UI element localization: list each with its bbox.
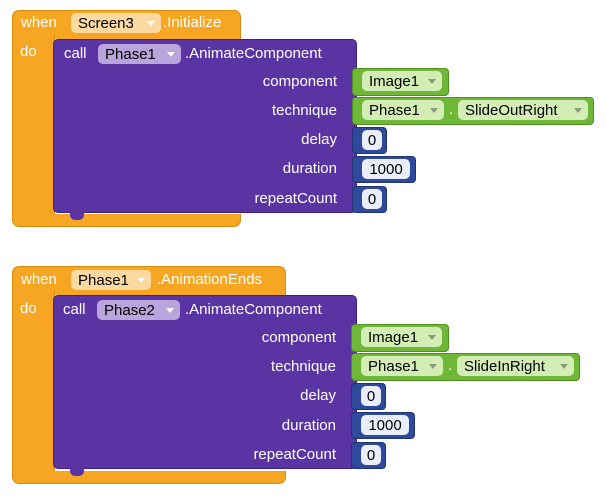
event-component-dropdown[interactable]: Screen3 [71, 13, 161, 33]
call-block-body[interactable] [53, 320, 357, 469]
technique-component-value: Phase1 [369, 101, 420, 119]
method-name: .AnimateComponent [185, 45, 322, 62]
component-value: Image1 [368, 328, 419, 346]
when-label: when [21, 14, 57, 31]
call-notch [70, 212, 84, 220]
chevron-down-icon [428, 334, 436, 340]
method-name: .AnimateComponent [185, 301, 322, 318]
chevron-down-icon [166, 307, 174, 313]
chevron-down-icon [147, 20, 155, 26]
chevron-down-icon [137, 277, 145, 283]
delay-value[interactable]: 0 [362, 130, 382, 150]
event-do-column [12, 292, 55, 483]
event-footer [12, 214, 241, 227]
param-label-technique: technique [271, 102, 337, 119]
technique-dot: . [448, 357, 453, 374]
technique-value: SlideInRight [464, 357, 545, 375]
technique-dot: . [449, 101, 454, 118]
param-label-component: component [261, 329, 336, 346]
call-component-value: Phase2 [104, 301, 155, 319]
call-block-body[interactable] [53, 64, 357, 213]
event-name: .Initialize [163, 14, 222, 31]
technique-value-dropdown[interactable]: SlideInRight [457, 356, 574, 376]
duration-value[interactable]: 1000 [362, 159, 410, 179]
call-notch [70, 468, 84, 476]
when-label: when [21, 271, 57, 288]
event-component-dropdown[interactable]: Phase1 [71, 270, 151, 290]
param-label-repeatcount: repeatCount [254, 190, 337, 207]
param-label-technique: technique [270, 358, 336, 375]
event-footer [12, 471, 286, 484]
component-value-dropdown[interactable]: Image1 [361, 327, 442, 347]
param-label-delay: delay [301, 131, 337, 148]
chevron-down-icon [429, 363, 437, 369]
chevron-down-icon [428, 78, 436, 84]
param-label-repeatcount: repeatCount [253, 446, 336, 463]
call-component-value: Phase1 [105, 45, 156, 63]
event-do-column [12, 36, 55, 226]
param-label-component: component [262, 73, 337, 90]
do-label: do [20, 43, 37, 60]
param-label-delay: delay [300, 387, 336, 404]
chevron-down-icon [430, 107, 438, 113]
repeatcount-value[interactable]: 0 [362, 189, 382, 209]
technique-component-dropdown[interactable]: Phase1 [361, 356, 443, 376]
chevron-down-icon [574, 107, 582, 113]
chevron-down-icon [167, 51, 175, 57]
technique-value: SlideOutRight [465, 101, 558, 119]
component-value-dropdown[interactable]: Image1 [362, 71, 442, 91]
call-component-dropdown[interactable]: Phase2 [97, 300, 180, 320]
technique-component-value: Phase1 [368, 357, 419, 375]
chevron-down-icon [560, 363, 568, 369]
event-component-value: Phase1 [78, 271, 129, 289]
event-component-value: Screen3 [78, 14, 134, 32]
duration-value[interactable]: 1000 [361, 415, 409, 435]
component-value: Image1 [369, 72, 420, 90]
event-name: .AnimationEnds [157, 271, 263, 288]
param-label-duration: duration [282, 160, 337, 177]
param-label-duration: duration [281, 417, 336, 434]
technique-component-dropdown[interactable]: Phase1 [362, 100, 444, 120]
call-label: call [63, 301, 86, 318]
do-label: do [20, 300, 37, 317]
call-component-dropdown[interactable]: Phase1 [98, 44, 181, 64]
delay-value[interactable]: 0 [361, 386, 381, 406]
technique-value-dropdown[interactable]: SlideOutRight [458, 100, 588, 120]
repeatcount-value[interactable]: 0 [361, 445, 381, 465]
call-label: call [64, 45, 87, 62]
